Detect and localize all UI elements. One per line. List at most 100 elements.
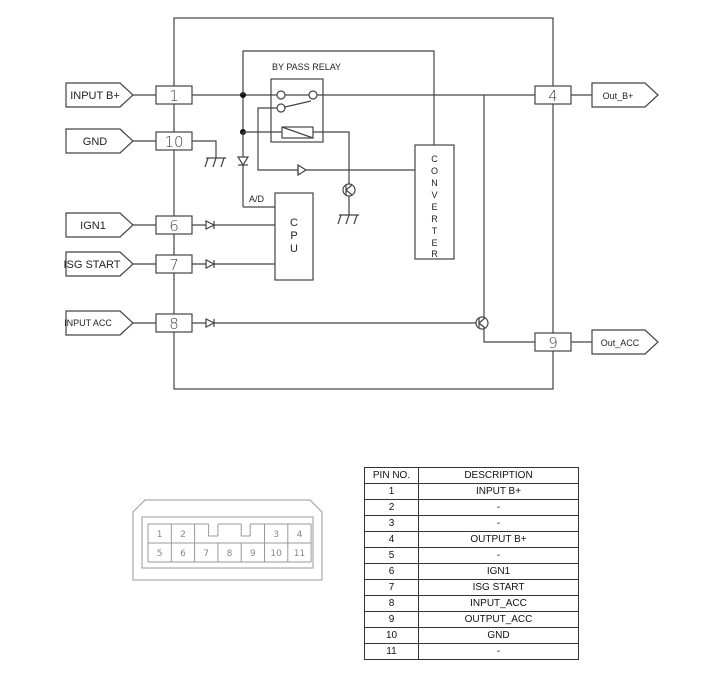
input-tag-input-b: INPUT B+ [65,82,134,108]
pin-box-6: 6 [155,215,193,235]
svg-text:C: C [431,154,438,164]
svg-text:P: P [290,230,297,242]
input-tag-label: INPUT ACC [64,318,112,328]
converter-block [414,144,455,260]
connector-pin-number: 5 [157,549,163,559]
input-tag-label: GND [83,136,108,148]
pin-number-cell: 2 [364,499,419,516]
pin-description-cell: INPUT B+ [418,483,579,500]
svg-text:T: T [432,226,438,236]
pin-description-cell: INPUT_ACC [418,595,579,612]
pin-description-cell: - [418,643,579,660]
pin-box-7: 7 [155,254,193,274]
svg-text:9: 9 [548,334,558,352]
svg-text:E: E [431,238,437,248]
pin-description-cell: - [418,547,579,564]
pin-description-cell: IGN1 [418,563,579,580]
input-tag-label: INPUT B+ [70,90,120,102]
svg-text:V: V [431,190,437,200]
cpu-block [274,192,314,281]
connector-face: 1 2 3 4 5 6 7 8 9 10 11 [132,499,323,581]
pin-number-cell: 3 [364,515,419,532]
connector-pin-number: 8 [227,549,233,559]
connector-pin-number: 10 [270,549,282,559]
table-row: 5- [364,547,579,564]
connector-pin-number: 9 [250,549,256,559]
connector-pin-number: 4 [297,530,303,540]
input-tag-label: IGN1 [80,220,106,232]
transistor-icon [342,183,356,197]
connector-pin-number: 1 [157,530,163,540]
pin-number-cell: 6 [364,563,419,580]
module-outline [173,17,554,390]
pin-number-cell: 7 [364,579,419,596]
input-tag-isg-start: ISG START [63,251,134,277]
header-pin-no: PIN NO. [364,467,419,484]
table-row: 2- [364,499,579,516]
diode-icon [205,318,216,328]
pin-description-cell: GND [418,627,579,644]
input-tag-input-acc: INPUT ACC [64,310,134,336]
output-tag-out-b: Out_B+ [591,82,659,108]
output-tag-label: Out_ACC [601,338,640,348]
pin-description-cell: OUTPUT B+ [418,531,579,548]
pin-box-8: 8 [155,313,193,333]
output-tag-out-acc: Out_ACC [591,329,659,355]
pin-box-4: 4 [534,85,572,105]
pin-number-cell: 5 [364,547,419,564]
pin-number-cell: 8 [364,595,419,612]
svg-text:E: E [431,202,437,212]
input-tag-label: ISG START [63,259,120,271]
diode-icon [297,163,308,177]
svg-text:C: C [290,217,298,229]
ground-icon [337,214,359,225]
output-tag-label: Out_B+ [603,91,634,101]
svg-text:8: 8 [169,315,179,333]
connector-pin-number: 6 [180,549,186,559]
connector-pin-number: 11 [294,549,305,559]
pin-number-cell: 10 [364,627,419,644]
relay-label: BY PASS RELAY [272,62,341,72]
svg-text:O: O [431,166,438,176]
ground-icon [204,157,226,168]
header-description: DESCRIPTION [418,467,579,484]
diode-icon [236,156,250,167]
pin-box-9: 9 [534,332,572,352]
svg-text:4: 4 [548,87,558,105]
connector-pin-number: 7 [203,549,209,559]
pin-number-cell: 11 [364,643,419,660]
relay-box [270,78,324,143]
svg-text:10: 10 [164,133,183,151]
relay-coil-icon [281,126,314,139]
svg-text:6: 6 [169,217,179,235]
diode-icon [205,220,216,230]
connector-pin-number: 2 [180,530,186,540]
pin-number-cell: 4 [364,531,419,548]
table-header-row: PIN NO. DESCRIPTION [364,467,579,484]
table-row: 11- [364,643,579,660]
svg-text:R: R [431,214,438,224]
pin-number-cell: 1 [364,483,419,500]
svg-text:R: R [431,249,438,259]
pin-description-cell: - [418,515,579,532]
connector-pin-number: 3 [273,530,279,540]
ad-label: A/D [249,194,265,204]
svg-text:U: U [290,243,298,255]
transistor-icon [475,316,489,330]
converter-label: C O N V E R T E R [431,154,438,259]
pin-description-cell: - [418,499,579,516]
diode-icon [205,259,216,269]
svg-text:1: 1 [169,87,179,105]
pin-box-1: 1 [155,85,193,105]
table-row: 3- [364,515,579,532]
cpu-label: C P U [290,217,298,255]
